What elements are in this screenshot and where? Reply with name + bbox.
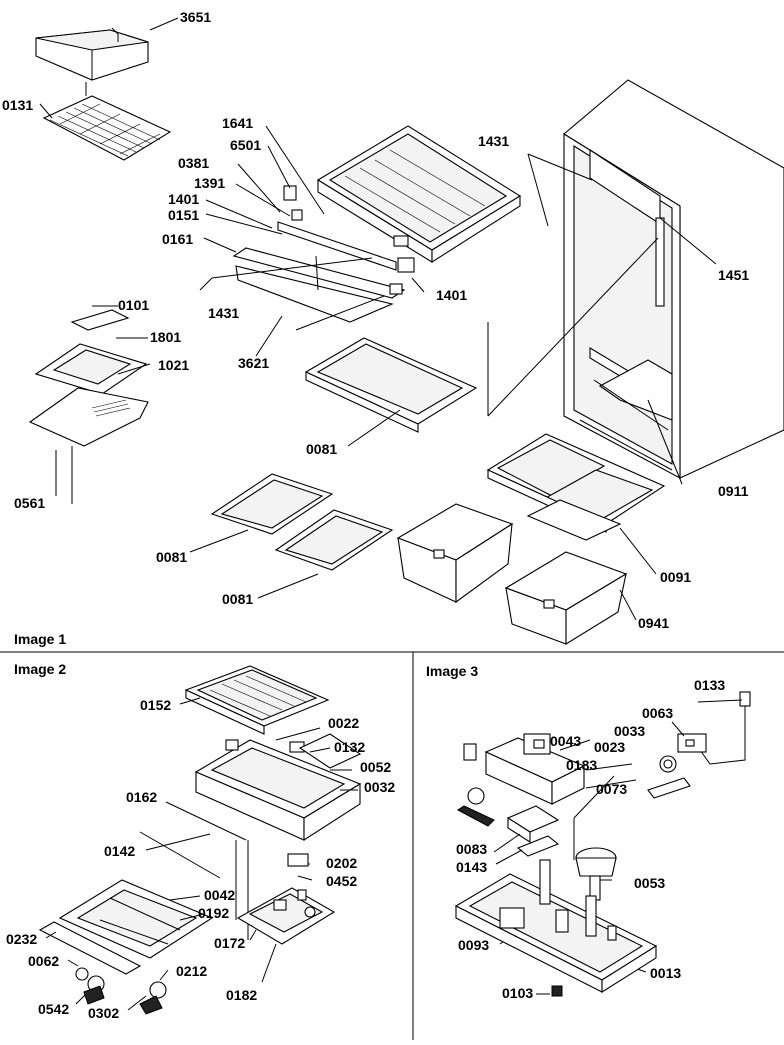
part-0941-drawer-right (504, 551, 628, 645)
part-label-0081-c: 0081 (222, 591, 254, 607)
part-label-0042: 0042 (204, 887, 236, 903)
part-label-1641: 1641 (222, 115, 254, 131)
part-label-3621: 3621 (238, 355, 270, 371)
panel-title-image-1: Image 1 (14, 631, 67, 647)
part-0133-sensor (699, 691, 751, 765)
part-1801-assembly (34, 343, 148, 395)
part-label-0131: 0131 (2, 97, 34, 113)
part-label-0101: 0101 (118, 297, 150, 313)
part-label-1021: 1021 (158, 357, 190, 373)
part-label-0232: 0232 (6, 931, 38, 947)
part-label-0192: 0192 (198, 905, 230, 921)
part-label-0022: 0022 (328, 715, 360, 731)
part-label-0452: 0452 (326, 873, 358, 889)
part-label-0133: 0133 (694, 677, 726, 693)
cabinet (563, 79, 784, 479)
part-0013-base (454, 859, 658, 993)
part-label-0132: 0132 (334, 739, 366, 755)
part-0033-knob (659, 755, 677, 773)
part-3651-tray (35, 27, 149, 81)
part-label-0033: 0033 (614, 723, 646, 739)
part-0212-fan (139, 981, 167, 1015)
part-0131-wire-shelf (42, 95, 172, 161)
panel-title-image-3: Image 3 (426, 663, 479, 679)
part-label-1401-lower: 1401 (436, 287, 468, 303)
part-0042-evaporator-cover (38, 879, 214, 975)
part-label-1391: 1391 (194, 175, 226, 191)
part-label-0183: 0183 (566, 757, 598, 773)
part-label-0053: 0053 (634, 875, 666, 891)
part-0132-housing (194, 733, 362, 842)
part-label-0081-b: 0081 (156, 549, 188, 565)
part-label-0561: 0561 (14, 495, 46, 511)
part-0152-shelf (184, 665, 330, 735)
part-label-6501: 6501 (230, 137, 262, 153)
part-label-0212: 0212 (176, 963, 208, 979)
part-label-0152: 0152 (140, 697, 172, 713)
part-0083-duct (506, 805, 560, 844)
part-label-0052: 0052 (360, 759, 392, 775)
part-label-0542: 0542 (38, 1001, 70, 1017)
part-1021-plate (28, 387, 149, 447)
part-0023-bracket (647, 777, 691, 799)
part-0081-shelf-3 (274, 509, 394, 571)
panel-title-image-2: Image 2 (14, 661, 67, 677)
part-label-0182: 0182 (226, 987, 258, 1003)
part-label-0073: 0073 (596, 781, 628, 797)
part-label-0302: 0302 (88, 1005, 120, 1021)
part-0143-heater (516, 835, 560, 857)
part-label-0911: 0911 (718, 483, 749, 499)
part-label-0202: 0202 (326, 855, 358, 871)
part-label-0172: 0172 (214, 935, 246, 951)
part-label-0013: 0013 (650, 965, 682, 981)
part-label-1431-right: 1431 (478, 133, 510, 149)
part-0542-motor (83, 985, 105, 1005)
part-label-1431-left: 1431 (208, 305, 240, 321)
part-label-0941: 0941 (638, 615, 670, 631)
part-small-block (463, 743, 477, 761)
part-0103-small (551, 985, 563, 997)
part-0053-drain-pan (575, 847, 617, 901)
part-gear (467, 787, 485, 805)
part-label-0062: 0062 (28, 953, 60, 969)
part-0091-crisper-cover (486, 433, 666, 541)
part-label-0103: 0103 (502, 985, 534, 1001)
part-label-1401-upper: 1401 (168, 191, 200, 207)
part-label-0083: 0083 (456, 841, 488, 857)
part-label-0151: 0151 (168, 207, 200, 223)
part-label-0032: 0032 (364, 779, 396, 795)
part-label-0043: 0043 (550, 733, 582, 749)
part-label-0063: 0063 (642, 705, 674, 721)
part-label-0381: 0381 (178, 155, 210, 171)
part-0941-drawer-left (396, 503, 514, 604)
part-label-0142: 0142 (104, 843, 136, 859)
part-0043-air-damper (484, 733, 586, 805)
part-0081-shelf-1 (304, 337, 478, 433)
part-label-0091: 0091 (660, 569, 692, 585)
part-0182-control-board (236, 887, 336, 945)
part-0202-block (287, 853, 309, 867)
part-label-0143: 0143 (456, 859, 488, 875)
part-label-1451: 1451 (718, 267, 750, 283)
part-rail-left (457, 805, 495, 827)
part-label-0023: 0023 (594, 739, 626, 755)
part-label-0162: 0162 (126, 789, 158, 805)
part-0063-thermostat (677, 733, 707, 753)
part-label-1801: 1801 (150, 329, 182, 345)
part-label-0081-a: 0081 (306, 441, 338, 457)
part-label-0161: 0161 (162, 231, 194, 247)
part-label-3651: 3651 (180, 9, 212, 25)
part-label-0093: 0093 (458, 937, 490, 953)
part-0081-shelf-2 (210, 473, 334, 535)
part-0101-cover (70, 309, 130, 331)
